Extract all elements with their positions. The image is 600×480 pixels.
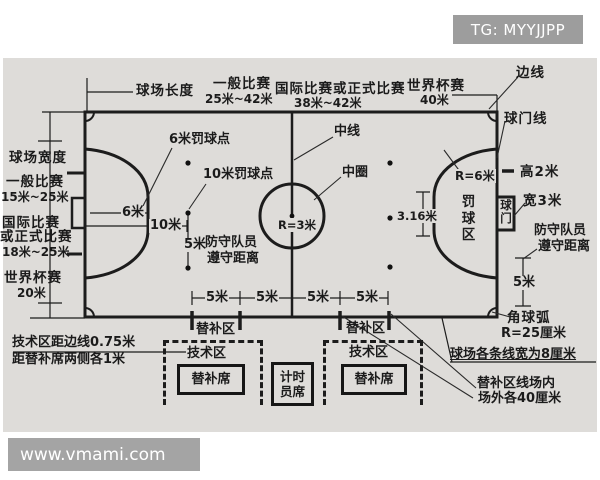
bench-label-left: 替补席 <box>191 371 231 387</box>
tech-area-note-2: 距替补席两侧各1米 <box>12 352 126 367</box>
five-m-defender-left: 5米 <box>183 237 208 252</box>
goal-width-label: 宽3米 <box>523 193 563 209</box>
width-general-label: 一般比赛 <box>6 174 64 190</box>
bench-label-right: 替补席 <box>354 371 394 387</box>
tech-area-label-left: 技术区 <box>187 346 227 361</box>
center-circle <box>258 182 326 250</box>
five-m-bottom-1: 5米 <box>205 290 230 305</box>
watermark-website: www.vmami.com <box>8 438 200 471</box>
goal-left <box>70 196 87 230</box>
five-m-bottom-3: 5米 <box>306 290 331 305</box>
center-circle-radius: R=3米 <box>277 218 317 232</box>
field-length-title: 球场长度 <box>136 83 194 99</box>
sub-zone-label-left: 替补区 <box>196 322 236 337</box>
goal-height-label: 高2米 <box>520 164 560 180</box>
corner-arc-label: 角球弧 <box>507 310 551 326</box>
defender-note-right-2: 遵守距离 <box>538 239 591 254</box>
line-width-note: 球场各条线宽为8厘米 <box>450 347 577 362</box>
defender-note-left-2: 遵守距离 <box>207 251 260 266</box>
halfway-line-label: 中线 <box>334 124 361 139</box>
bench-box-right: 替补席 <box>341 364 407 395</box>
goal-gap-dimension: 3.16米 <box>396 209 438 223</box>
width-worldcup-label: 世界杯赛 <box>4 270 62 286</box>
length-general-label: 一般比赛 <box>213 76 271 92</box>
length-intl-label: 国际比赛或正式比赛 <box>275 81 406 97</box>
field-width-title: 球场宽度 <box>9 150 67 166</box>
technical-area-box-left <box>163 340 263 405</box>
sub-zone-label-right: 替补区 <box>346 321 386 336</box>
penalty-area-label: 罚球区 <box>461 194 476 243</box>
penalty-mark-6m-label: 6米罚球点 <box>169 132 231 147</box>
width-intl-label-2: 或正式比赛 <box>0 229 73 245</box>
substitution-marks <box>190 311 391 330</box>
ten-m-dimension: 10米 <box>149 218 183 233</box>
penalty-radius-label: R=6米 <box>454 169 496 183</box>
touch-line-label: 边线 <box>516 65 545 81</box>
sub-zone-note-1: 替补区线场内 <box>477 376 556 391</box>
width-intl-value: 18米~25米 <box>2 245 70 259</box>
five-m-dimension-right: 5米 <box>512 275 537 290</box>
length-worldcup-label: 世界杯赛 <box>407 78 465 94</box>
length-worldcup-value: 40米 <box>420 93 449 107</box>
five-m-bottom-4: 5米 <box>355 290 380 305</box>
center-circle-label: 中圈 <box>342 165 369 180</box>
penalty-mark-10m-label: 10米罚球点 <box>203 167 274 182</box>
bench-box-left: 替补席 <box>177 364 245 395</box>
watermark-telegram: TG: MYYJJPP <box>453 15 583 44</box>
tech-area-note-1: 技术区距边线0.75米 <box>12 335 136 350</box>
timekeeper-box: 计时员席 <box>271 362 314 406</box>
timekeeper-label: 计时员席 <box>279 369 305 399</box>
defender-note-right-1: 防守队员 <box>534 223 587 238</box>
six-m-dimension: 6米 <box>121 205 146 220</box>
defender-note-left-1: 防守队员 <box>205 235 258 250</box>
five-m-bottom-2: 5米 <box>255 290 280 305</box>
goal-line-label: 球门线 <box>504 111 548 127</box>
length-general-value: 25米~42米 <box>205 92 273 106</box>
width-general-value: 15米~25米 <box>1 190 69 204</box>
corner-arc-value: R=25厘米 <box>501 326 566 341</box>
width-worldcup-value: 20米 <box>17 286 46 300</box>
tech-area-label-right: 技术区 <box>349 345 389 360</box>
sub-zone-note-2: 场外各40厘米 <box>478 391 562 406</box>
length-intl-value: 38米~42米 <box>294 96 362 110</box>
width-intl-label-1: 国际比赛 <box>2 215 60 231</box>
goal-label: 球门 <box>500 198 512 225</box>
technical-area-box-right <box>323 340 423 405</box>
goal-right <box>495 195 516 232</box>
